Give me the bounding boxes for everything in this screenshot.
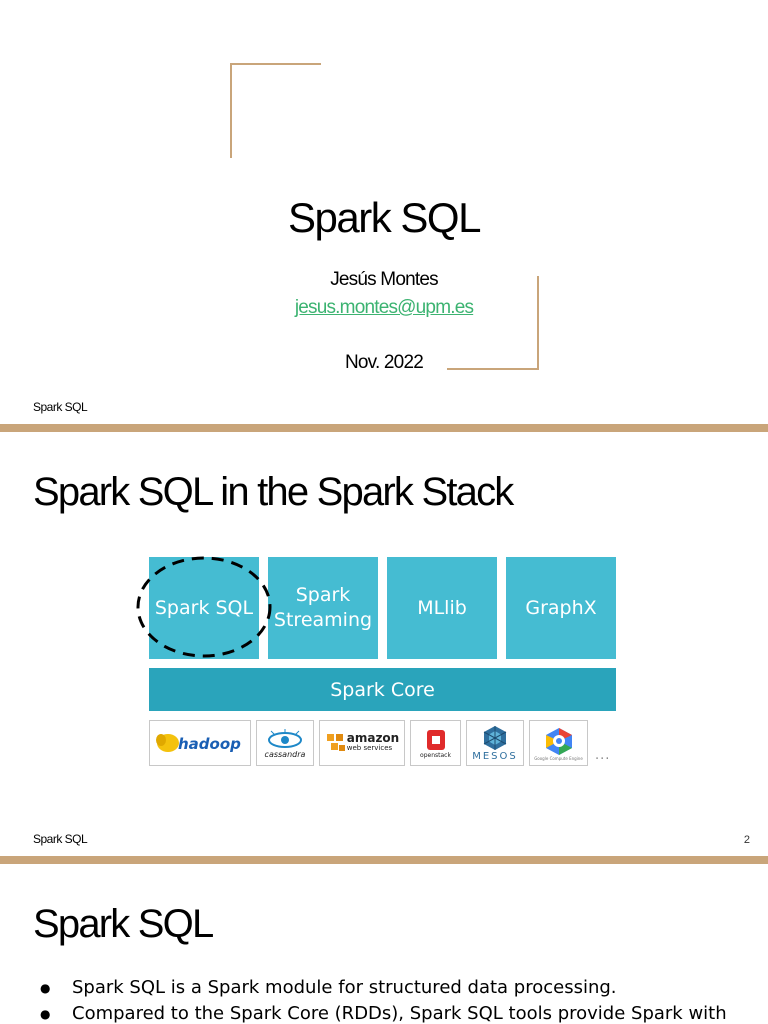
stack-component-spark-streaming: Spark Streaming [268,557,378,659]
stack-spark-core: Spark Core [149,668,616,711]
logo-label: Google Compute Engine [534,755,583,761]
hadoop-elephant-icon: hadoop [156,734,241,753]
google-compute-engine-icon [545,727,572,755]
stack-component-spark-sql: Spark SQL [149,557,259,659]
slide-divider [0,424,768,432]
bullet-item: Compared to the Spark Core (RDDs), Spark… [40,1001,760,1024]
google-compute-engine-logo: Google Compute Engine [529,720,588,766]
component-label: MLlib [417,596,467,619]
logo-label: openstack [420,751,451,759]
logo-label: MESOS [472,750,518,762]
mesos-hexagon-icon [483,725,507,750]
presentation-date: Nov. 2022 [344,352,424,373]
aws-cubes-icon [326,734,345,751]
decorative-corner-bottom-right [447,368,539,370]
core-label: Spark Core [330,678,435,701]
cassandra-eye-icon [268,728,302,748]
stack-component-mllib: MLlib [387,557,497,659]
component-label: GraphX [525,596,597,619]
highlight-dashed-ellipse [136,556,272,658]
presentation-title: Spark SQL [288,194,481,241]
mesos-logo: MESOS [466,720,524,766]
logo-label: hadoop [178,735,241,753]
decorative-corner-top-left [230,63,321,65]
slide-heading: Spark SQL in the Spark Stack [33,470,514,514]
openstack-icon [426,729,445,750]
author-email-link[interactable]: jesus.montes@upm.es [294,297,474,318]
component-label: Spark SQL [154,596,254,619]
title-slide: Spark SQL Jesús Montes jesus.montes@upm.… [0,0,768,424]
decorative-corner-bottom-right-vertical [537,276,539,370]
author-name: Jesús Montes [330,269,438,290]
stack-slide: Spark SQL in the Spark Stack Spark SQL S… [0,432,768,856]
hadoop-logo: hadoop [149,720,251,766]
bullet-item: Spark SQL is a Spark module for structur… [40,975,760,1001]
more-platforms-ellipsis: ... [595,748,611,763]
slide-footer: Spark SQL [33,832,88,846]
component-label: Spark Streaming [273,584,373,631]
bullet-list: Spark SQL is a Spark module for structur… [40,975,760,1024]
openstack-logo: openstack [410,720,461,766]
slide-footer: Spark SQL [33,400,88,414]
slide-heading: Spark SQL [33,902,214,946]
logo-label: cassandra [264,749,306,759]
logo-label: amazon [346,731,400,745]
page-number: 2 [743,834,750,846]
amazon-web-services-logo: amazon web services [319,720,405,766]
author-email-container: jesus.montes@upm.es [0,297,768,319]
decorative-corner-top-left-vertical [230,63,232,158]
aws-text: amazon web services [346,731,400,753]
logo-sublabel: web services [346,744,393,752]
spark-sql-intro-slide: Spark SQL Spark SQL is a Spark module fo… [0,864,768,1024]
slide-divider [0,856,768,864]
stack-component-graphx: GraphX [506,557,616,659]
cassandra-logo: cassandra [256,720,314,766]
